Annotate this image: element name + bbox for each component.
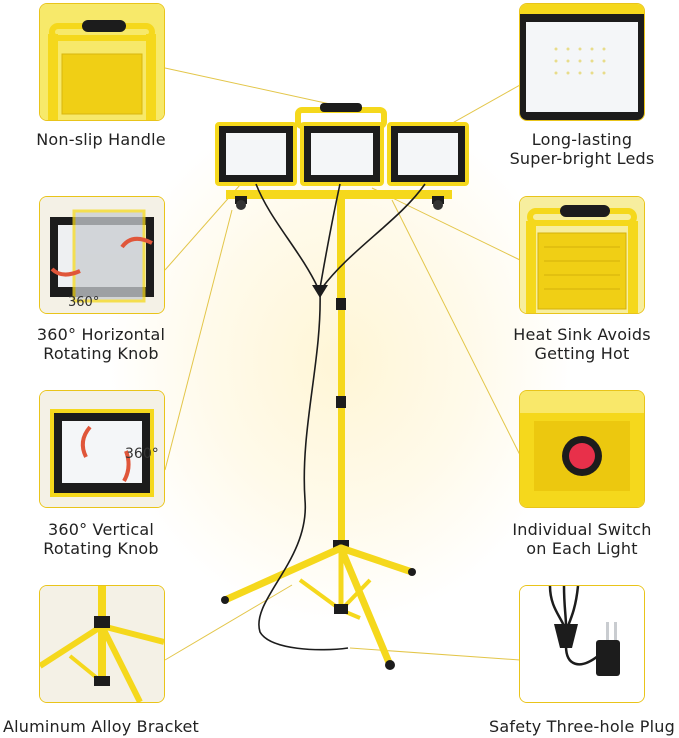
power-cables xyxy=(255,183,426,651)
panel-vertical-rotation xyxy=(39,390,165,508)
callout-lines xyxy=(164,67,521,661)
label-bracket: Aluminum Alloy Bracket xyxy=(2,717,200,736)
pole-lower xyxy=(338,408,345,543)
panel-bracket xyxy=(39,585,165,703)
crossbar xyxy=(226,190,452,199)
pole-upper xyxy=(337,198,345,308)
label-heat-sink: Heat Sink Avoids Getting Hot xyxy=(513,325,651,363)
label-leds: Long-lasting Super-bright Leds xyxy=(509,130,655,168)
panel-leds xyxy=(519,3,645,121)
label-vertical-rotation: 360° Vertical Rotating Knob xyxy=(43,520,159,558)
panel-horizontal-rotation xyxy=(39,196,165,314)
lamp-middle xyxy=(300,122,384,186)
panel-switch xyxy=(519,390,645,508)
label-plug: Safety Three-hole Plug xyxy=(489,717,675,736)
vertical-rotation-badge: 360° xyxy=(125,446,159,462)
panel-handle xyxy=(39,3,165,121)
panel-heat-sink xyxy=(519,196,645,314)
handle-grip xyxy=(320,103,362,112)
label-horizontal-rotation: 360° Horizontal Rotating Knob xyxy=(36,325,166,363)
horizontal-rotation-badge: 360° xyxy=(68,295,100,310)
lamp-right xyxy=(387,122,469,186)
pole-middle xyxy=(338,310,345,400)
lamp-left xyxy=(215,122,297,186)
label-handle: Non-slip Handle xyxy=(36,130,166,149)
panel-plug xyxy=(519,585,645,703)
label-switch: Individual Switch on Each Light xyxy=(512,520,652,558)
